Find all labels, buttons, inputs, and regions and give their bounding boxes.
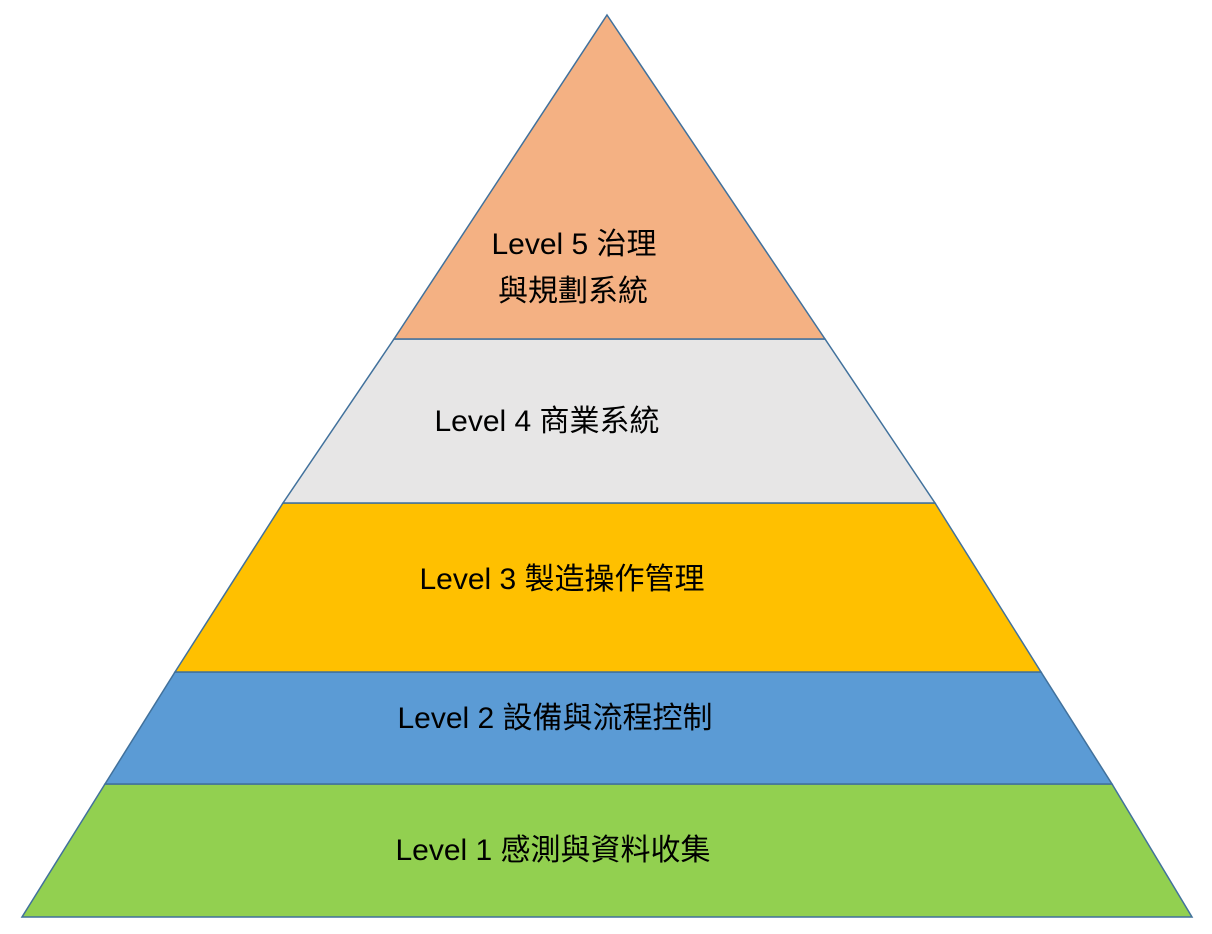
level-1-label: Level 1 感測與資料收集 [395, 834, 710, 867]
level-2-label: Level 2 設備與流程控制 [397, 702, 712, 735]
level-5-label-line-1: Level 5 治理 [491, 228, 656, 261]
level-3-label: Level 3 製造操作管理 [419, 563, 704, 596]
level-5-label-line-2: 與規劃系統 [498, 275, 648, 308]
level-4-label: Level 4 商業系統 [434, 405, 659, 438]
level-5-band [392, 13, 827, 340]
